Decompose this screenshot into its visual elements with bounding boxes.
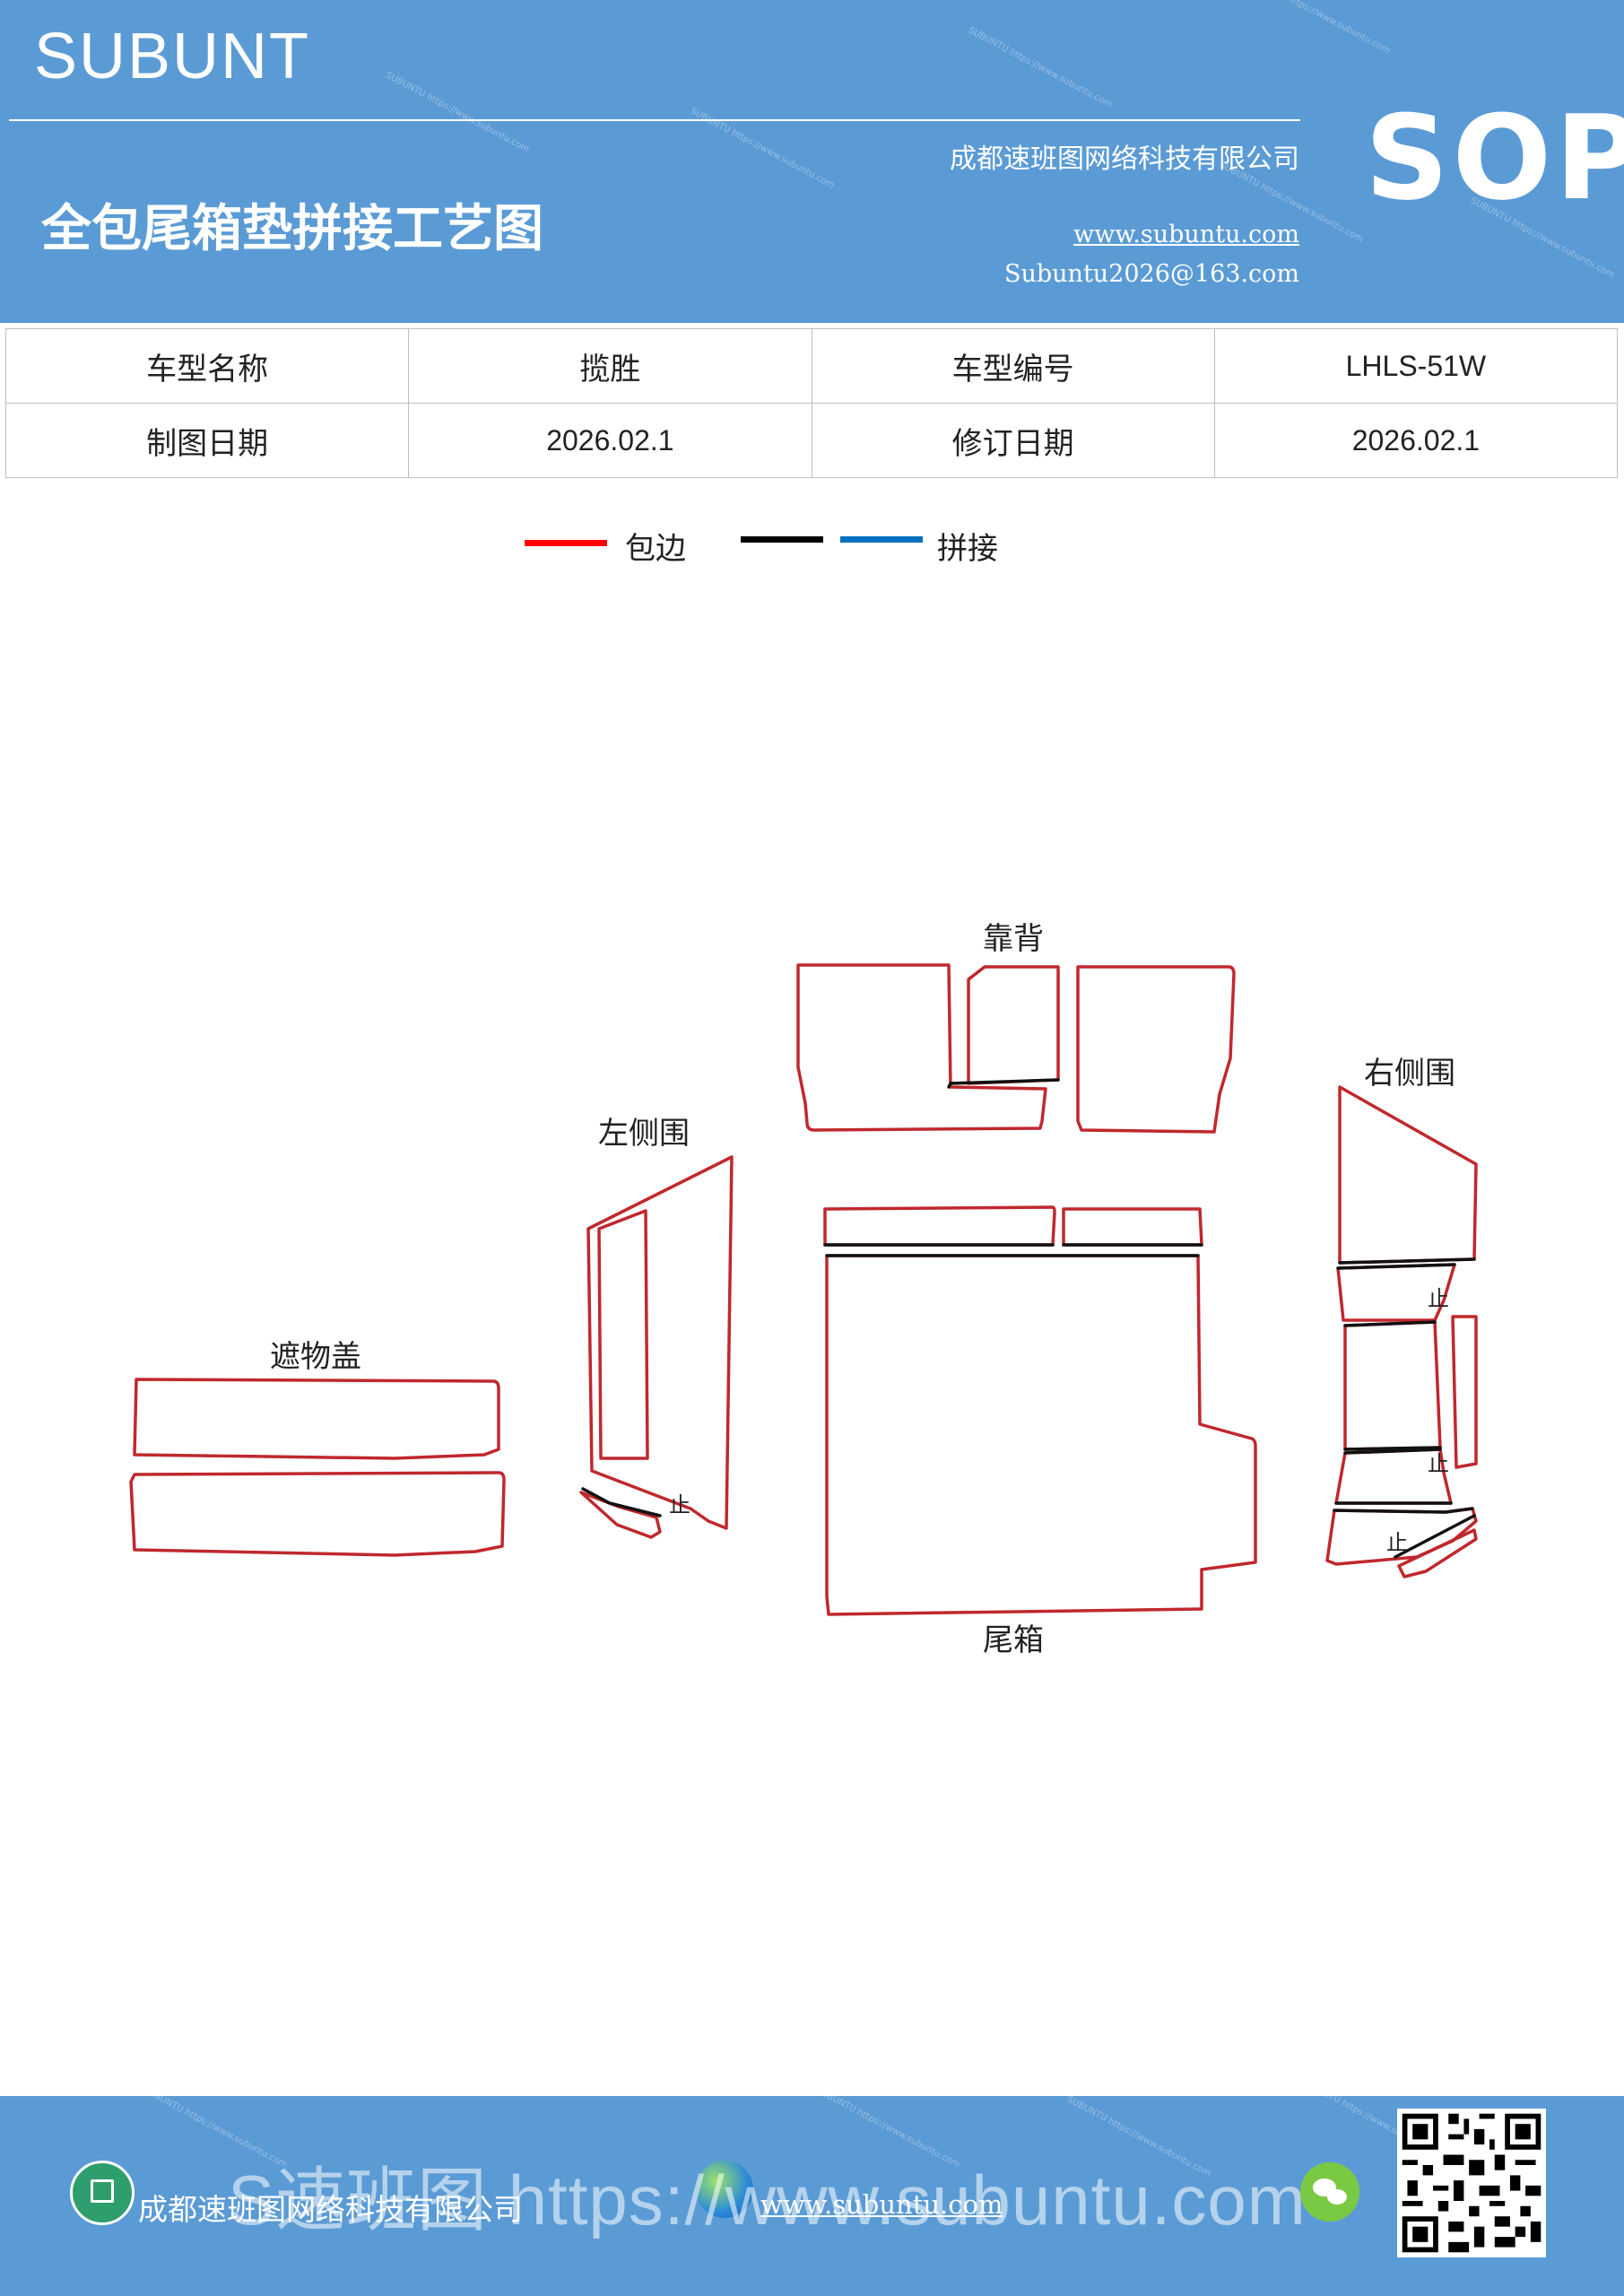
legend: 包边 拼接 [525, 524, 1152, 569]
cover-top-piece [133, 1378, 500, 1460]
revise-date-label: 修订日期 [811, 403, 1215, 478]
stop-mark: 止 [1428, 1286, 1449, 1311]
right-side-top-piece [1338, 1085, 1478, 1265]
footer-company-name: 成都速班图网络科技有限公司 [138, 2192, 523, 2227]
stop-mark: 止 [1386, 1530, 1408, 1555]
legend-splice-label: 拼接 [937, 531, 998, 567]
model-name-value: 揽胜 [408, 328, 812, 404]
table-row: 制图日期 2026.02.1 修订日期 2026.02.1 [4, 403, 1619, 478]
backrest-label: 靠背 [983, 921, 1044, 957]
backrest-right-piece [1076, 965, 1236, 1134]
qr-code-icon[interactable] [1397, 2109, 1546, 2257]
table-row: 车型名称 揽胜 车型编号 LHLS-51W [4, 328, 1619, 404]
left-side-outer-piece [586, 1155, 734, 1530]
cover-label: 遮物盖 [270, 1339, 361, 1375]
draw-date-label: 制图日期 [4, 403, 410, 478]
legend-splice-swatch-blue [840, 536, 923, 543]
right-side-narrow-strip [1451, 1315, 1478, 1469]
stop-mark: 止 [669, 1492, 690, 1518]
trunk-floor-piece [825, 1254, 1257, 1616]
footer-website-link[interactable]: www.subuntu.com [760, 2189, 1003, 2220]
left-side-inner-piece [597, 1209, 649, 1460]
splice-seam [1343, 1320, 1442, 1451]
splice-seam [947, 1078, 1060, 1089]
header-banner: SUBUNTU https://www.subuntu.com SUBUNTU … [0, 0, 1624, 323]
trunk-front-strip-left [823, 1205, 1056, 1247]
wechat-icon [1300, 2162, 1359, 2222]
model-code-label: 车型编号 [811, 328, 1215, 404]
footer-banner: SUBUNTU https://www.subuntu.com SUBUNTU … [0, 2096, 1624, 2296]
company-name: 成都速班图网络科技有限公司 [950, 144, 1299, 175]
revise-date-value: 2026.02.1 [1213, 403, 1619, 478]
left-side-label: 左侧围 [598, 1116, 690, 1152]
right-side-bottom-tab [1397, 1528, 1478, 1578]
vehicle-info-table: 车型名称 揽胜 车型编号 LHLS-51W 制图日期 2026.02.1 修订日… [4, 328, 1619, 478]
stop-mark: 止 [1428, 1451, 1449, 1476]
right-side-middle-piece [1343, 1320, 1442, 1451]
company-building-icon [70, 2161, 135, 2225]
splice-seam [581, 1487, 662, 1518]
globe-icon [696, 2161, 753, 2218]
brand-logo-text: SUBUNT [34, 21, 311, 92]
splice-seam [1336, 1257, 1476, 1270]
legend-splice-swatch-black [741, 536, 823, 543]
legend-edge-swatch [525, 540, 607, 546]
sop-badge: SOP [1365, 90, 1624, 226]
cover-bottom-piece [129, 1471, 506, 1557]
trunk-label: 尾箱 [983, 1622, 1044, 1658]
splice-seam [1394, 1514, 1476, 1559]
header-divider [9, 119, 1300, 121]
left-side-bottom-piece [579, 1491, 662, 1539]
footer-watermark-overlay: S速班图 https://www.subuntu.com [228, 2161, 1307, 2239]
splice-seam [1333, 1448, 1474, 1514]
trunk-front-strip-right [1062, 1207, 1203, 1247]
page-title: 全包尾箱垫拼接工艺图 [41, 199, 543, 258]
backrest-middle-piece [967, 965, 1060, 1085]
website-link[interactable]: www.subuntu.com [1073, 221, 1299, 248]
legend-edge-label: 包边 [625, 531, 686, 567]
model-code-value: LHLS-51W [1213, 328, 1619, 404]
model-name-label: 车型名称 [4, 328, 410, 404]
draw-date-value: 2026.02.1 [408, 403, 812, 478]
backrest-left-piece [796, 963, 1047, 1132]
contact-email: Subuntu2026@163.com [1004, 260, 1299, 288]
right-side-label: 右侧围 [1364, 1056, 1455, 1091]
